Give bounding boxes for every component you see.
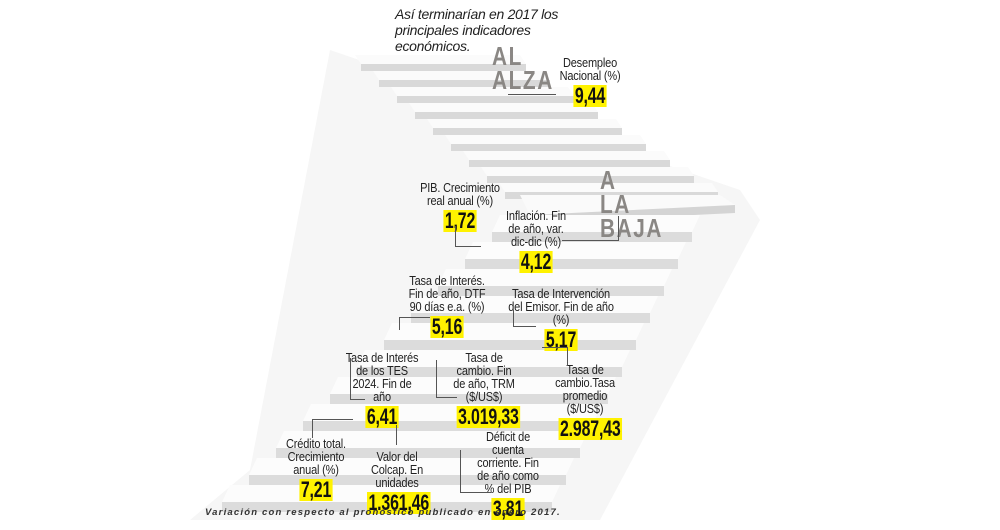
- indicator-tes: Tasa de Interés de los TES 2024. Fin de …: [345, 352, 419, 428]
- indicator-desempleo: Desempleo Nacional (%) 9,44: [550, 57, 629, 107]
- indicator-label: Desempleo Nacional (%): [559, 56, 621, 83]
- leader-line: [542, 347, 568, 366]
- indicator-value: 1.361,46: [367, 490, 431, 515]
- indicator-label: Tasa de cambio. Fin de año, TRM ($/US$): [453, 351, 515, 404]
- indicator-value: 9,44: [573, 83, 607, 108]
- indicator-colcap: Valor del Colcap. En unidades 1.361,46: [360, 451, 434, 514]
- step-tread: [409, 103, 598, 112]
- infographic-title: Así terminarían en 2017 los principales …: [395, 6, 559, 54]
- indicator-value: 2.987,43: [558, 416, 623, 441]
- landing: [520, 195, 735, 215]
- step-tread: [249, 458, 574, 475]
- indicator-tasa-promedio: Tasa de cambio.Tasa promedio ($/US$) 2.9…: [552, 363, 623, 440]
- indicator-label: Tasa de Interés de los TES 2024. Fin de …: [345, 351, 419, 404]
- section-al-alza: AL ALZA: [492, 41, 554, 95]
- indicator-value: 7,21: [299, 477, 333, 502]
- leader-line: [396, 425, 397, 445]
- step-tread: [463, 151, 670, 160]
- leader-line: [455, 226, 481, 247]
- leader-line: [460, 450, 491, 493]
- indicator-value: 3.019,33: [456, 404, 521, 429]
- leader-line: [508, 94, 556, 95]
- step-tread: [438, 269, 672, 286]
- step-tread: [481, 167, 694, 176]
- indicator-value: 5,16: [430, 314, 464, 339]
- indicator-value: 1,72: [443, 208, 477, 233]
- step-riser: [276, 448, 580, 458]
- leader-line: [350, 358, 365, 400]
- indicator-label: Valor del Colcap. En unidades: [370, 450, 424, 490]
- leader-line: [513, 310, 536, 327]
- step-riser: [330, 394, 608, 404]
- indicator-tasa-intervencion: Tasa de Intervención del Emisor. Fin de …: [504, 288, 618, 351]
- step-riser: [465, 259, 678, 269]
- indicator-pib: PIB. Crecimiento real anual (%) 1,72: [412, 182, 509, 232]
- footnote: Variación con respecto al pronóstico pub…: [205, 507, 561, 518]
- indicator-label: Inflación. Fin de año, var. dic-dic (%): [506, 209, 566, 249]
- step-tread: [499, 183, 718, 192]
- step-tread: [330, 377, 616, 394]
- step-tread: [465, 242, 686, 259]
- indicator-value: 5,17: [544, 327, 578, 352]
- step-riser: [438, 286, 664, 296]
- leader-line: [312, 419, 353, 438]
- indicator-value: 6,41: [365, 404, 399, 429]
- indicator-dtf: Tasa de Interés. Fin de año, DTF 90 días…: [407, 275, 486, 338]
- step-tread: [391, 87, 574, 96]
- indicator-label: Tasa de Interés. Fin de año, DTF 90 días…: [408, 274, 486, 314]
- leader-line: [562, 216, 619, 241]
- indicator-inflacion: Inflación. Fin de año, var. dic-dic (%) …: [504, 210, 567, 273]
- step-riser: [415, 112, 598, 119]
- step-riser: [361, 64, 526, 71]
- section-a-la-baja: A LA BAJA: [600, 165, 664, 243]
- indicator-label: Tasa de Intervención del Emisor. Fin de …: [508, 287, 614, 327]
- indicator-deficit: Déficit de cuenta corriente. Fin de año …: [471, 431, 545, 520]
- step-riser: [469, 160, 670, 167]
- indicator-label: Tasa de cambio.Tasa promedio ($/US$): [555, 363, 615, 416]
- step-riser: [492, 232, 692, 242]
- step-tread: [355, 55, 526, 64]
- leader-line: [436, 360, 457, 398]
- step-tread: [411, 296, 658, 313]
- step-riser: [451, 144, 646, 151]
- indicator-value: 3,81: [491, 496, 525, 521]
- step-tread: [373, 71, 550, 80]
- step-riser: [411, 313, 650, 323]
- step-tread: [492, 215, 700, 232]
- step-riser: [487, 176, 694, 183]
- indicator-credito: Crédito total. Crecimiento anual (%) 7,2…: [284, 438, 347, 501]
- step-tread: [445, 135, 646, 144]
- step-tread: [276, 431, 588, 448]
- indicator-label: PIB. Crecimiento real anual (%): [420, 181, 500, 208]
- step-riser: [357, 367, 622, 377]
- step-riser: [397, 96, 574, 103]
- leader-line: [399, 317, 430, 330]
- indicator-value: 4,12: [519, 249, 553, 274]
- indicator-trm: Tasa de cambio. Fin de año, TRM ($/US$) …: [450, 351, 521, 429]
- step-tread: [427, 119, 622, 128]
- step-tread: [357, 350, 630, 367]
- indicator-label: Crédito total. Crecimiento anual (%): [286, 437, 346, 477]
- indicator-label: Déficit de cuenta corriente. Fin de año …: [477, 430, 539, 496]
- step-riser: [433, 128, 622, 135]
- step-riser: [379, 80, 550, 87]
